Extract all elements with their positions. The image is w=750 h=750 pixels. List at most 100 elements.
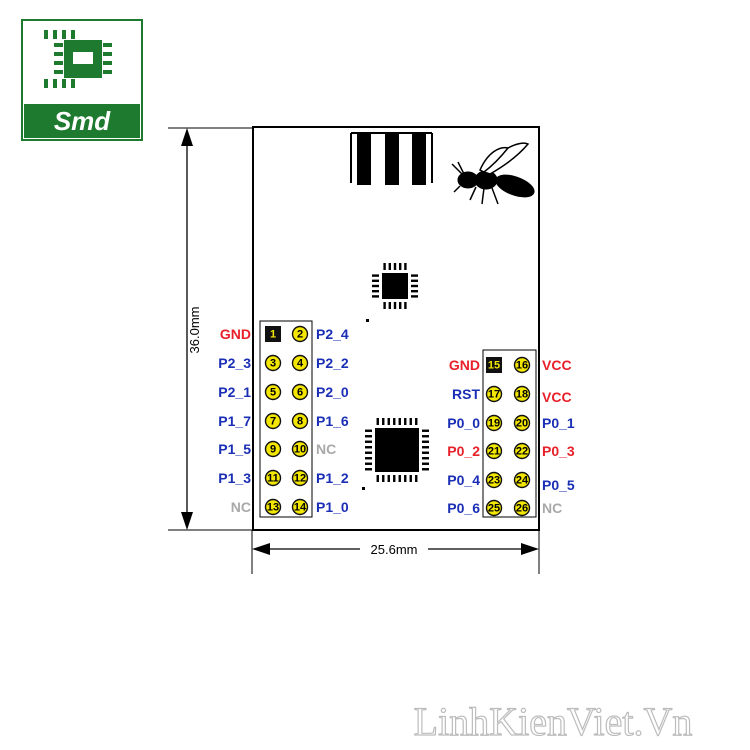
logo-pin — [53, 30, 57, 39]
watermark: LinhKienViet.Vn — [414, 699, 693, 744]
pin-pad — [293, 385, 307, 399]
pin-20: 20 — [513, 414, 531, 432]
pin-number: 21 — [488, 446, 500, 458]
chip-pin — [365, 462, 372, 465]
pin-label-17: RST — [452, 386, 480, 402]
pin-label-21: P0_2 — [447, 443, 480, 459]
pin-number: 8 — [297, 416, 303, 428]
logo-chip-window — [73, 52, 93, 64]
pin-1: 1 — [265, 326, 281, 342]
pin-number: 22 — [516, 446, 528, 458]
antenna-bar-3 — [412, 133, 426, 185]
pin-17: 17 — [485, 385, 503, 403]
chip-pin — [383, 302, 386, 309]
pin-4: 4 — [291, 354, 309, 372]
pin-pad — [293, 414, 307, 428]
pin-number: 4 — [297, 358, 304, 370]
chip-pin — [376, 475, 379, 482]
pin-label-23: P0_4 — [447, 472, 480, 488]
left-header-frame — [259, 320, 313, 518]
pin-label-15: GND — [449, 357, 480, 373]
pin-number: 2 — [297, 329, 303, 341]
pin-pad-square — [265, 326, 281, 342]
pin-14: 14 — [291, 498, 309, 516]
pin-label-8: P1_6 — [316, 413, 349, 429]
large-chip-pins — [365, 418, 429, 482]
antenna-bar-2 — [385, 133, 399, 185]
pin-number: 9 — [270, 444, 276, 456]
pin-pad — [487, 501, 501, 515]
pin-pad — [293, 356, 307, 370]
chip-pin — [404, 475, 407, 482]
chip-pin — [372, 284, 379, 288]
pin-22: 22 — [513, 442, 531, 460]
pin-15: 15 — [486, 357, 502, 373]
pin-number: 11 — [267, 473, 279, 485]
pin-label-13: NC — [231, 499, 251, 515]
pin-number: 7 — [270, 416, 276, 428]
chip-pin — [399, 263, 402, 270]
pin-label-20: P0_1 — [542, 415, 575, 431]
width-label: 25.6mm — [371, 542, 418, 557]
chip-pin — [387, 475, 390, 482]
pin-3: 3 — [264, 354, 282, 372]
logo-pin — [54, 43, 63, 47]
chip-pin — [422, 435, 429, 438]
chip-pin — [409, 418, 412, 425]
large-chip-body — [375, 428, 419, 472]
logo-pin — [71, 79, 75, 88]
antenna-bar-1 — [357, 133, 371, 185]
chip-pin — [422, 429, 429, 432]
chip-pin — [372, 295, 379, 298]
logo-pin — [62, 79, 66, 88]
chip-pin — [415, 475, 418, 482]
pin-label-3: P2_3 — [218, 355, 251, 371]
pin-pad — [293, 471, 307, 485]
pin-23: 23 — [485, 471, 503, 489]
chip-pin — [411, 290, 418, 293]
chip-pin — [411, 274, 418, 277]
logo-chip-pins — [44, 30, 112, 88]
logo-pin — [44, 30, 48, 39]
width-arrow-left — [252, 543, 270, 555]
pin-7: 7 — [264, 412, 282, 430]
width-label-bg — [360, 539, 428, 557]
pin-number: 10 — [294, 444, 306, 456]
logo-pin — [54, 61, 63, 65]
chip-pin — [365, 468, 372, 471]
pin-pad — [487, 473, 501, 487]
chip-pin — [365, 440, 372, 443]
pin-number: 1 — [270, 329, 276, 341]
pin-18: 18 — [513, 385, 531, 403]
chip-pin — [365, 429, 372, 432]
pin-number: 13 — [267, 502, 279, 514]
pin-pad — [266, 385, 280, 399]
height-label: 36.0mm — [187, 307, 202, 354]
chip-pin — [393, 302, 397, 309]
chip-pin — [415, 418, 418, 425]
small-chip-body — [382, 273, 408, 299]
chip-pin — [398, 418, 401, 425]
logo-pin — [54, 70, 63, 74]
pin-pad — [515, 444, 529, 458]
pin-number: 3 — [270, 358, 276, 370]
chip-pin — [411, 279, 418, 282]
chip-pin — [422, 462, 429, 465]
pin-9: 9 — [264, 440, 282, 458]
logo-pin — [103, 61, 112, 65]
chip-pin — [365, 435, 372, 438]
pin-6: 6 — [291, 383, 309, 401]
logo-pin — [103, 52, 112, 56]
pin-8: 8 — [291, 412, 309, 430]
pin-label-24: P0_5 — [542, 477, 575, 493]
chip-pin — [382, 418, 385, 425]
right-header-frame — [482, 349, 537, 518]
chip-pin — [376, 418, 379, 425]
chip-pin — [372, 279, 379, 282]
pin-pad — [515, 473, 529, 487]
pin-pad — [487, 387, 501, 401]
pin-number: 14 — [294, 502, 307, 514]
chip-pin — [393, 475, 396, 482]
